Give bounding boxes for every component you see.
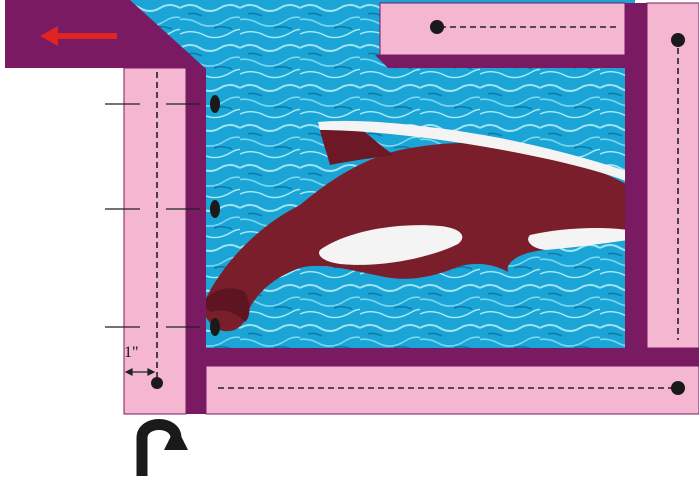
measurement-label: 1" xyxy=(124,344,139,362)
bottom-binding-strip xyxy=(206,366,699,414)
right-stitch-start-dot xyxy=(671,33,685,47)
right-binding-strip xyxy=(647,3,699,348)
bottom-stitch-end-dot xyxy=(671,381,685,395)
left-binding-purple-edge xyxy=(186,68,206,414)
left-stitch-end-dot xyxy=(151,377,163,389)
top-binding-strip xyxy=(380,3,625,55)
top-binding-purple-edge xyxy=(375,55,625,68)
left-binding-strip xyxy=(124,68,186,414)
u-turn-arrow-icon xyxy=(142,425,188,477)
top-stitch-start-dot xyxy=(430,20,444,34)
bottom-binding-purple-edge xyxy=(206,348,699,366)
right-binding-purple-edge xyxy=(625,3,647,348)
